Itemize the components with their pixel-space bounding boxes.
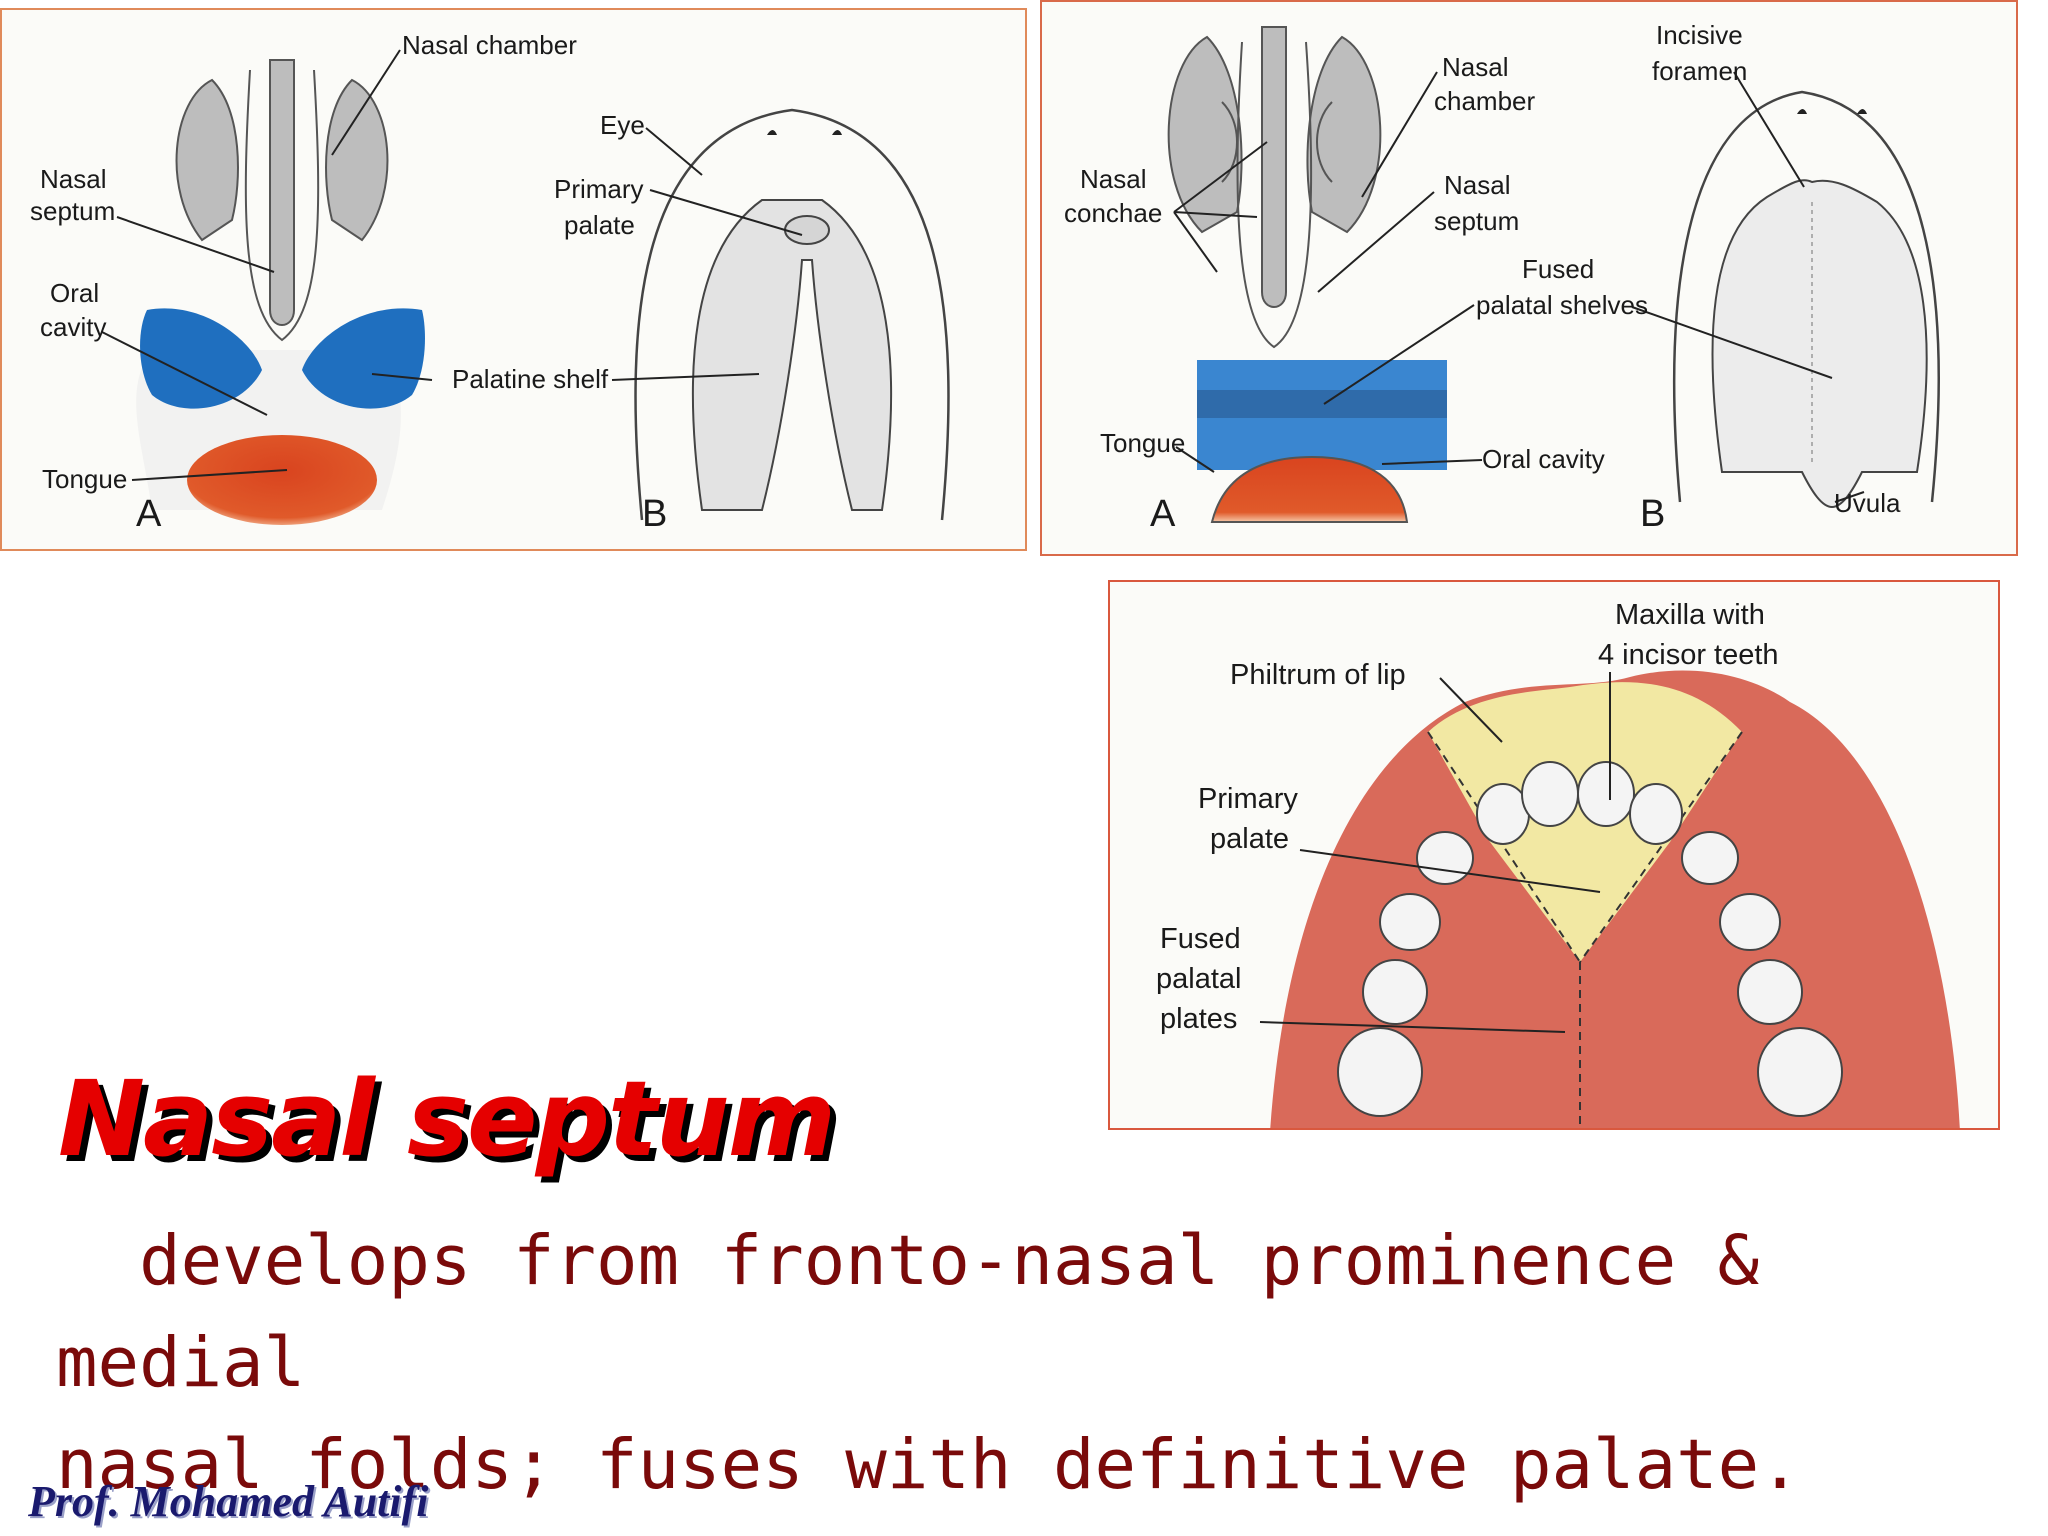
label-nasal-conchae-2: conchae [1064,198,1162,228]
label-palatine-shelf: Palatine shelf [452,364,609,394]
label-fused-shelves-1: Fused [1522,254,1594,284]
label-philtrum: Philtrum of lip [1230,659,1406,691]
label-a: A [1150,493,1176,535]
section-b-drawing [1673,90,1940,509]
label-oral-cavity-1: Oral [50,278,99,308]
teeth [1337,761,1843,1117]
label-nasal-septum-2: septum [1434,206,1519,236]
label-primary-palate-2: palate [564,210,635,240]
label-fused-plates-1: Fused [1160,923,1241,955]
label-tongue: Tongue [42,464,127,494]
author-credit: Prof. Mohamed Autifi [28,1477,429,1526]
label-tongue: Tongue [1100,428,1185,458]
label-oral-cavity-2: cavity [40,312,106,342]
section-a-drawing [136,59,425,525]
label-primary-palate-1: Primary [554,174,644,204]
label-a: A [136,493,162,535]
maxilla-incisors-diagram: Maxilla with 4 incisor teeth Philtrum of… [1156,599,1960,1128]
section-b-drawing [634,108,950,521]
label-nasal-septum-1: Nasal [40,164,106,194]
label-primary-palate-2: palate [1210,823,1289,855]
label-b: B [1640,493,1665,535]
label-uvula: Uvula [1834,488,1901,518]
palate-shelves-fused-diagram: Nasal chamber Nasal conchae Nasal septum… [1064,20,1940,535]
coronal-section-panel-right: Nasal chamber Nasal conchae Nasal septum… [1040,0,2018,556]
label-nasal-conchae-1: Nasal [1080,164,1146,194]
slide-body-text: develops from fronto-nasal prominence & … [56,1221,1801,1505]
coronal-section-panel-left: Nasal chamber Nasal septum Oral cavity T… [0,8,1027,551]
palate-with-teeth-panel: Maxilla with 4 incisor teeth Philtrum of… [1108,580,2000,1130]
label-incisive-foramen-1: Incisive [1656,20,1743,50]
palate-shelves-vertical-diagram: Nasal chamber Nasal septum Oral cavity T… [30,30,950,535]
label-nasal-chamber: Nasal chamber [402,30,577,60]
label-nasal-septum-1: Nasal [1444,170,1510,200]
label-b: B [642,493,667,535]
section-a-drawing [1167,26,1447,523]
label-fused-plates-3: plates [1160,1003,1237,1035]
label-fused-shelves-2: palatal shelves [1476,290,1648,320]
label-nasal-septum-2: septum [30,196,115,226]
label-primary-palate-1: Primary [1198,783,1298,815]
label-eye: Eye [600,110,645,140]
label-nasal-chamber-1: Nasal [1442,52,1508,82]
label-maxilla-1: Maxilla with [1615,599,1765,631]
label-incisive-foramen-2: foramen [1652,56,1747,86]
label-nasal-chamber-2: chamber [1434,86,1535,116]
label-fused-plates-2: palatal [1156,963,1241,995]
label-oral-cavity: Oral cavity [1482,444,1605,474]
slide-title: Nasal septum [58,1058,836,1180]
label-maxilla-2: 4 incisor teeth [1598,639,1779,671]
